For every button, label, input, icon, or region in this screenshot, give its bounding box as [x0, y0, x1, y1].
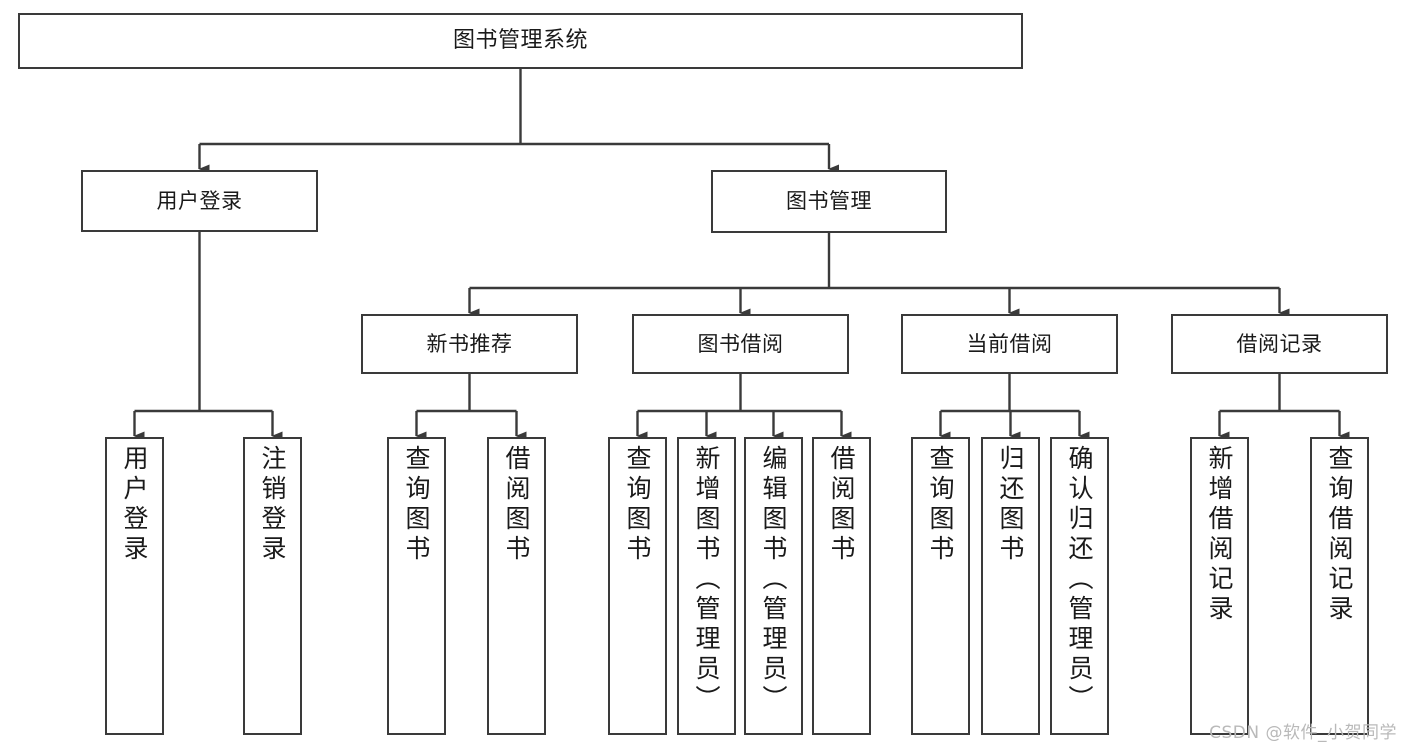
- connector-trunk: [637, 374, 842, 413]
- connector-trunk: [416, 374, 517, 413]
- node-leaf-confirm-return: 确认归还（管理员）: [1050, 437, 1109, 735]
- node-label: 用户登录: [120, 445, 149, 565]
- node-label: 图书管理系统: [452, 28, 588, 54]
- node-book-manage: 图书管理: [711, 170, 947, 233]
- node-leaf-query-record: 查询借阅记录: [1310, 437, 1369, 735]
- node-label: 查询图书: [623, 445, 652, 565]
- node-book-borrow: 图书借阅: [632, 314, 849, 374]
- node-label: 借阅图书: [502, 445, 531, 565]
- node-label: 新书推荐: [426, 331, 513, 356]
- node-leaf-query-book-1: 查询图书: [387, 437, 446, 735]
- connector-trunk: [134, 232, 273, 413]
- watermark: CSDN @软件_小贺同学: [1209, 723, 1397, 743]
- node-label: 用户登录: [156, 188, 243, 213]
- node-leaf-logout: 注销登录: [243, 437, 302, 735]
- node-leaf-user-login: 用户登录: [105, 437, 164, 735]
- node-label: 借阅图书: [827, 445, 856, 565]
- connector-trunk: [469, 233, 1280, 290]
- node-label: 当前借阅: [966, 331, 1053, 356]
- node-label: 图书管理: [786, 189, 872, 214]
- node-label: 归还图书: [996, 445, 1025, 565]
- node-label: 借阅记录: [1236, 331, 1323, 356]
- node-label: 注销登录: [258, 445, 287, 565]
- node-user-login: 用户登录: [81, 170, 318, 232]
- connector-trunk: [940, 374, 1080, 413]
- connector-trunk: [199, 69, 829, 146]
- node-leaf-query-book-2: 查询图书: [608, 437, 667, 735]
- node-borrow-record: 借阅记录: [1171, 314, 1388, 374]
- node-leaf-borrow-book-1: 借阅图书: [487, 437, 546, 735]
- node-leaf-return-book: 归还图书: [981, 437, 1040, 735]
- node-leaf-add-record: 新增借阅记录: [1190, 437, 1249, 735]
- node-label: 新增图书（管理员）: [692, 445, 721, 715]
- node-leaf-borrow-book-2: 借阅图书: [812, 437, 871, 735]
- node-new-book-rec: 新书推荐: [361, 314, 578, 374]
- node-label: 图书借阅: [697, 331, 784, 356]
- node-label: 编辑图书（管理员）: [759, 445, 788, 715]
- connector-trunk: [1219, 374, 1340, 413]
- node-label: 查询借阅记录: [1325, 445, 1354, 625]
- node-leaf-query-book-3: 查询图书: [911, 437, 970, 735]
- node-leaf-add-book: 新增图书（管理员）: [677, 437, 736, 735]
- node-label: 查询图书: [926, 445, 955, 565]
- node-label: 确认归还（管理员）: [1065, 445, 1094, 715]
- node-root: 图书管理系统: [18, 13, 1023, 69]
- node-label: 查询图书: [402, 445, 431, 565]
- node-current-borrow: 当前借阅: [901, 314, 1118, 374]
- node-leaf-edit-book: 编辑图书（管理员）: [744, 437, 803, 735]
- node-label: 新增借阅记录: [1205, 445, 1234, 625]
